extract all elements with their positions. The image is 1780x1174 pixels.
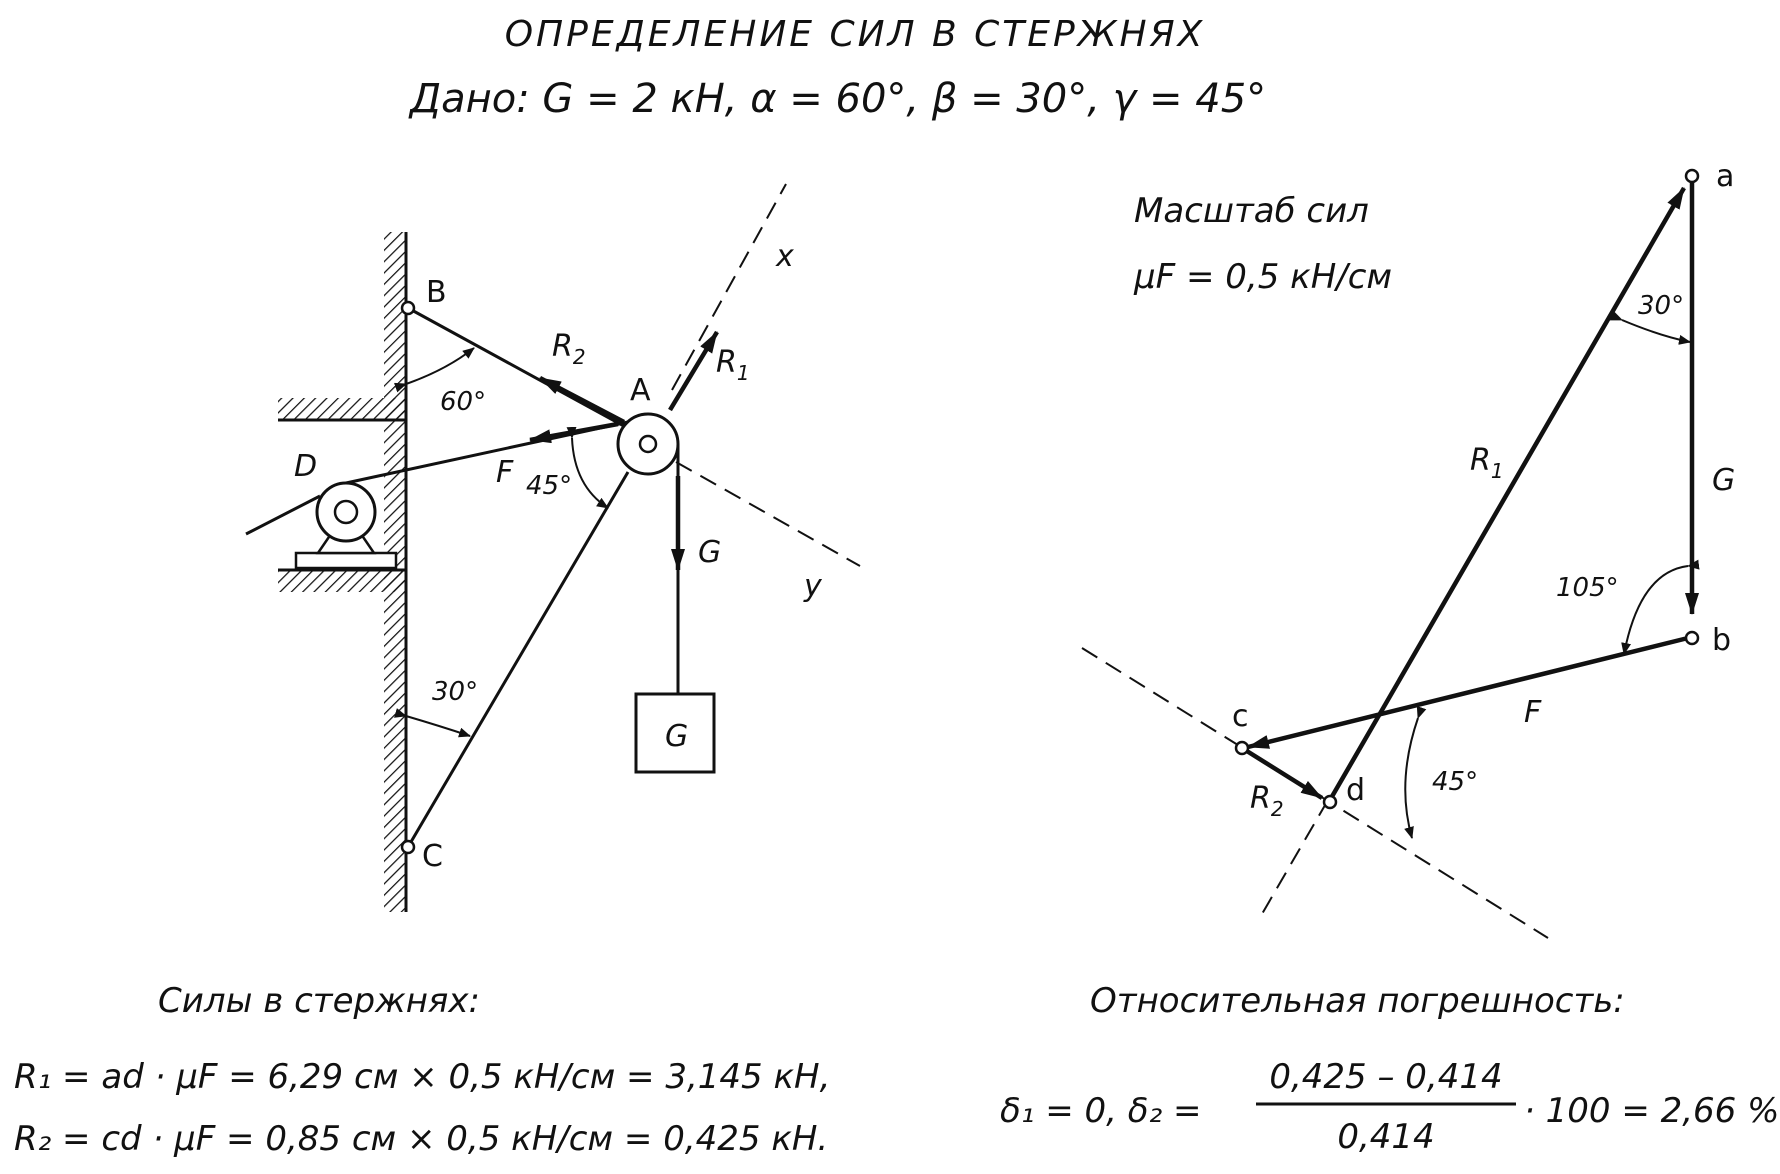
axis-y-line (675, 461, 861, 567)
axis-x-line (671, 183, 787, 391)
vector-r1 (1328, 186, 1686, 802)
ledge-lower-hatching (278, 570, 406, 592)
vertex-d (1322, 794, 1338, 810)
pulley-d (294, 481, 398, 570)
relative-error: Относительная погрешность: δ₁ = 0, δ₂ = … (1000, 981, 1779, 1157)
label-vector-f: F (1524, 695, 1542, 730)
label-vertex-b: b (1712, 623, 1731, 658)
rod-ba (407, 306, 643, 438)
label-vector-r2: R2 (1250, 781, 1284, 821)
label-b: B (426, 275, 447, 310)
angle-arc-30 (394, 708, 471, 738)
weight-box (634, 692, 716, 774)
scale-title: Масштаб сил (1134, 191, 1369, 231)
mechanical-scheme: B A C D 60° 45° 30° R2 R1 F G G x y (245, 183, 861, 912)
joint-b (400, 300, 416, 316)
error-denominator: 0,414 (1337, 1117, 1434, 1157)
angle-arc-105 (1621, 559, 1700, 655)
angle-arc-45-right (1404, 705, 1427, 839)
label-r1: R1 (716, 345, 750, 385)
forces-in-rods: Силы в стержнях: R₁ = ad · μF = 6,29 см … (14, 981, 830, 1159)
label-d: D (294, 449, 317, 484)
error-header: Относительная погрешность: (1090, 981, 1625, 1021)
label-angle-45: 45° (526, 471, 572, 501)
given-data: Дано: G = 2 кН, α = 60°, β = 30°, γ = 45… (408, 76, 1266, 122)
vertex-b (1684, 630, 1700, 646)
dashed-line-r1-direction (1261, 799, 1329, 915)
formula-r1: R₁ = ad · μF = 6,29 см × 0,5 кН/см = 3,1… (14, 1057, 830, 1097)
joint-c (400, 839, 416, 855)
label-vector-g: G (1712, 463, 1735, 498)
label-vertex-a: a (1716, 159, 1734, 194)
force-polygon: Масштаб сил μF = 0,5 кН/см a b c d 30° 1… (1081, 159, 1735, 939)
forces-header: Силы в стержнях: (158, 981, 480, 1021)
ledge-upper-hatching (278, 398, 406, 420)
scale-value: μF = 0,5 кН/см (1133, 257, 1392, 297)
error-numerator: 0,425 – 0,414 (1269, 1057, 1502, 1097)
arrow-f (529, 421, 619, 444)
label-axis-x: x (775, 239, 794, 274)
pulley-a-hub (638, 434, 658, 454)
label-vector-r1: R1 (1470, 443, 1504, 483)
vertex-c (1234, 740, 1250, 756)
page-title: ОПРЕДЕЛЕНИЕ СИЛ В СТЕРЖНЯХ (505, 14, 1206, 55)
error-lhs: δ₁ = 0, δ₂ = (1000, 1091, 1202, 1131)
label-angle-105: 105° (1556, 573, 1619, 603)
angle-arc-45 (566, 426, 609, 509)
label-vertex-c: c (1232, 699, 1249, 734)
label-vertex-d: d (1346, 773, 1365, 808)
label-axis-y: y (803, 569, 823, 604)
label-angle-30: 30° (432, 677, 478, 707)
angle-arc-60 (393, 347, 475, 393)
label-angle-60: 60° (440, 387, 486, 417)
label-f: F (496, 455, 514, 490)
error-rhs: · 100 = 2,66 % (1524, 1091, 1779, 1131)
vector-r2 (1240, 746, 1324, 800)
rope-lower-end (245, 494, 321, 536)
angle-arc-30-right (1609, 311, 1691, 345)
label-angle-30-right: 30° (1638, 291, 1684, 321)
label-g-box: G (665, 719, 688, 754)
formula-r2: R₂ = cd · μF = 0,85 см × 0,5 кН/см = 0,4… (14, 1119, 828, 1159)
label-a: A (630, 373, 651, 408)
label-r2: R2 (552, 329, 586, 369)
label-angle-45-right: 45° (1432, 767, 1478, 797)
label-g-arrow: G (698, 535, 721, 570)
arrow-r1 (668, 330, 719, 412)
arrow-r2 (538, 376, 626, 424)
label-c: C (422, 839, 443, 874)
vertex-a (1684, 168, 1700, 184)
dashed-line-f-direction (1081, 647, 1549, 939)
vector-f (1247, 635, 1689, 750)
rod-ca (406, 471, 630, 848)
